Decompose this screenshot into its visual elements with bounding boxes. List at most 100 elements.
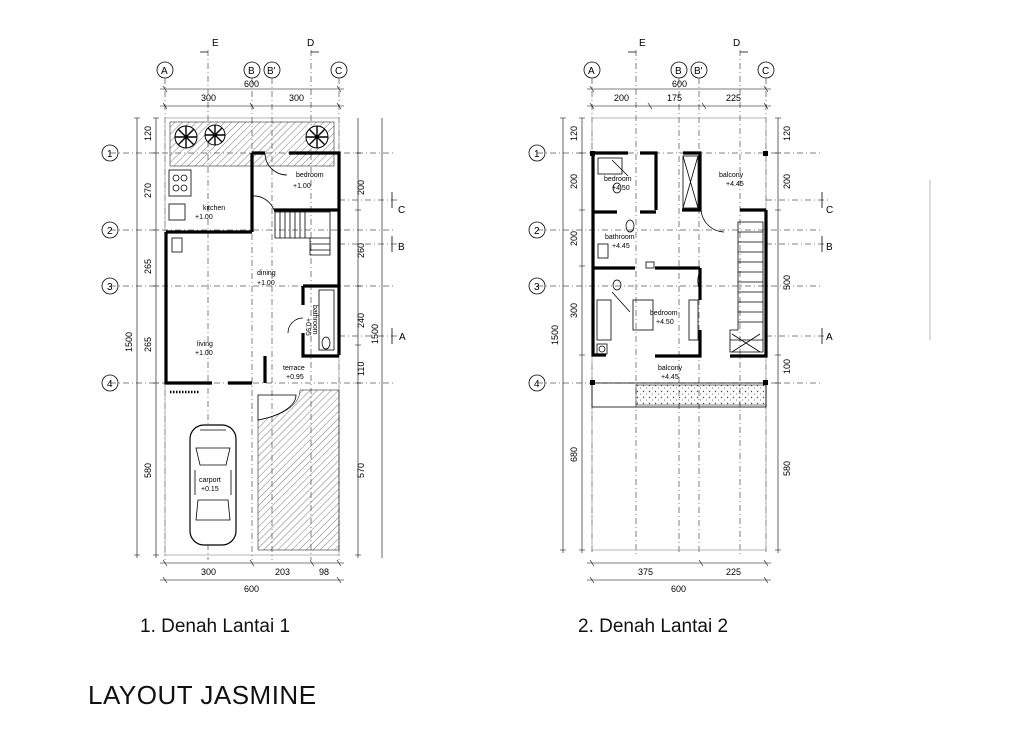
- f2-balcony-planter: [635, 384, 767, 406]
- f1-left-d2: 270: [143, 183, 153, 198]
- f1-room-kitchen: kitchen: [203, 205, 225, 212]
- f2-top-b-dim: 175: [667, 93, 682, 103]
- f1-carport-paving: [257, 389, 340, 551]
- f2-grid-1: 1: [534, 149, 540, 160]
- f2-room-bathroom: bathroom: [605, 234, 635, 241]
- f2-cut-e-label: E: [639, 38, 646, 49]
- f2-room-balcony-2-level: +4.45: [661, 374, 679, 381]
- f1-grid-a: A: [161, 66, 168, 77]
- f2-top-total-dim: 600: [672, 79, 687, 89]
- f2-left-d3: 200: [569, 231, 579, 246]
- f1-room-bedroom: bedroom: [296, 172, 324, 179]
- f1-section-b: B: [398, 242, 405, 253]
- f1-right-d2: 260: [356, 243, 366, 258]
- f2-room-bedroom-2: bedroom: [650, 310, 678, 317]
- f1-right-d1: 200: [356, 180, 366, 195]
- f1-room-dining: dining: [257, 270, 276, 277]
- f2-room-bathroom-level: +4.45: [612, 243, 630, 250]
- f2-section-b: B: [826, 242, 833, 253]
- f2-right-d2: 200: [782, 174, 792, 189]
- f2-left-d5: 680: [569, 447, 579, 462]
- f2-bottom-total-dim: 600: [671, 584, 686, 594]
- f1-cut-e-label: E: [212, 38, 219, 49]
- f1-plant-icons: [174, 124, 329, 149]
- f2-bottom-a-dim: 375: [638, 567, 653, 577]
- f2-left-d4: 300: [569, 303, 579, 318]
- f1-room-living: living: [197, 341, 213, 348]
- f2-room-balcony-2: balcony: [658, 365, 683, 372]
- f1-bottom-b-dim: 203: [275, 567, 290, 577]
- f1-grid-3: 3: [107, 282, 113, 293]
- f2-right-d1: 120: [782, 126, 792, 141]
- f1-grid-2: 2: [107, 226, 113, 237]
- f2-room-bedroom-1-level: +4.50: [612, 185, 630, 192]
- f1-grid-1: 1: [107, 149, 113, 160]
- floor-2-plan: E D A B B' C 1 2 3 4: [528, 38, 931, 594]
- f2-grid-b-prime: B': [694, 66, 703, 77]
- f2-grid-column-markers: A B B' C: [583, 61, 775, 79]
- f2-stairs: [729, 221, 764, 353]
- floor-1-caption: 1. Denah Lantai 1: [140, 616, 291, 637]
- f2-grid-3: 3: [534, 282, 540, 293]
- f2-bottom-b-dim: 225: [726, 567, 741, 577]
- f1-grid-b-prime: B': [267, 66, 276, 77]
- f2-walls: [591, 151, 768, 358]
- f1-room-bathroom: bathroom: [311, 305, 318, 335]
- floor-2-caption: 2. Denah Lantai 2: [578, 616, 729, 637]
- f1-bottom-c-dim: 98: [319, 567, 329, 577]
- f1-room-terrace: terrace: [283, 365, 305, 372]
- f2-wardrobes: [596, 155, 699, 341]
- f2-right-d5: 580: [782, 461, 792, 476]
- f2-right-d4: 100: [782, 359, 792, 374]
- f2-bedroom-furniture: [596, 157, 654, 355]
- f1-grid-c: C: [335, 66, 342, 77]
- f1-grid-b: B: [248, 66, 255, 77]
- f1-right-d4: 110: [356, 362, 366, 376]
- f1-right-total: 1500: [370, 324, 380, 344]
- f1-room-bedroom-level: +1.00: [293, 183, 311, 190]
- f1-room-bathroom-level: +0.95: [304, 318, 311, 336]
- floor-1-plan: E D A B B' C 1 2 3 4: [101, 38, 406, 594]
- f1-grid-4: 4: [107, 379, 113, 390]
- f1-room-living-level: +1.00: [195, 350, 213, 357]
- f2-left-d1: 120: [569, 126, 579, 141]
- f1-stairs: [274, 211, 331, 256]
- f1-bottom-a-dim: 300: [201, 567, 216, 577]
- f2-top-a-dim: 200: [614, 93, 629, 103]
- f1-top-total-dim: 600: [244, 79, 259, 89]
- f1-room-carport-level: +0.15: [201, 486, 219, 493]
- f1-bath-door: [287, 317, 304, 334]
- f1-left-d5: 580: [143, 463, 153, 478]
- f1-room-carport: carport: [199, 477, 221, 484]
- f1-room-kitchen-level: +1.00: [195, 214, 213, 221]
- f2-room-bedroom-2-level: +4.50: [656, 319, 674, 326]
- f2-room-balcony-1: balcony: [719, 172, 744, 179]
- f2-grid-4: 4: [534, 379, 540, 390]
- f2-cut-d-label: D: [733, 38, 740, 49]
- f1-cut-d-label: D: [307, 38, 314, 49]
- f2-grid-row-markers: 1 2 3 4: [528, 144, 546, 392]
- f1-left-d3: 265: [143, 259, 153, 274]
- f2-bathroom-fixtures: [597, 182, 655, 291]
- f1-section-a: A: [399, 332, 406, 343]
- f2-room-balcony-1-level: +4.45: [726, 181, 744, 188]
- f2-left-total: 1500: [550, 325, 560, 345]
- f1-door-swings: [251, 152, 288, 211]
- car-icon: [189, 424, 237, 546]
- f1-top-right-dim: 300: [289, 93, 304, 103]
- f1-bottom-total-dim: 600: [244, 584, 259, 594]
- f1-grid-column-markers: A B B' C: [156, 61, 348, 79]
- f2-grid-a: A: [588, 66, 595, 77]
- f2-top-c-dim: 225: [726, 93, 741, 103]
- f1-section-c: C: [398, 205, 405, 216]
- f2-section-a: A: [826, 332, 833, 343]
- f1-bathroom-fixtures: [318, 289, 335, 351]
- f2-section-c: C: [826, 205, 833, 216]
- f1-grid-row-markers: 1 2 3 4: [101, 144, 119, 392]
- f2-right-d3: 500: [782, 275, 792, 290]
- f1-left-d4: 265: [143, 337, 153, 352]
- f2-room-bedroom-1: bedroom: [604, 176, 632, 183]
- f1-walls: [164, 151, 341, 385]
- f1-left-total: 1500: [124, 332, 134, 352]
